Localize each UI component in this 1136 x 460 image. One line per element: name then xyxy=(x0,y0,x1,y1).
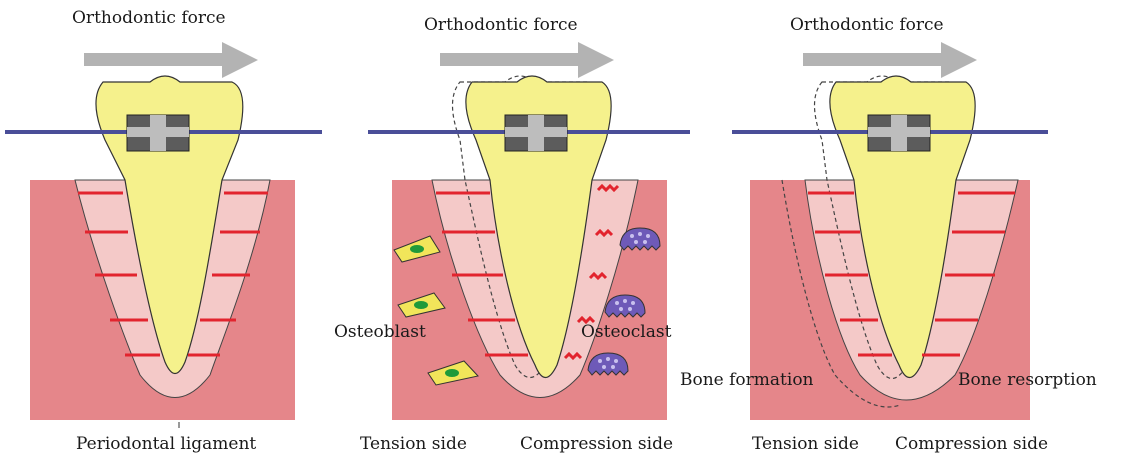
bracket xyxy=(505,115,567,151)
bracket xyxy=(868,115,930,151)
osteoblast-label: Osteoblast xyxy=(334,324,426,341)
bracket xyxy=(127,115,189,151)
force-arrow xyxy=(84,42,258,78)
force-label: Orthodontic force xyxy=(424,17,578,34)
periodontal-ligament-label: Periodontal ligament xyxy=(76,436,256,453)
force-label: Orthodontic force xyxy=(790,17,944,34)
panel-2 xyxy=(368,42,690,420)
compression-side-label: Compression side xyxy=(520,436,673,453)
compression-side-label: Compression side xyxy=(895,436,1048,453)
bone-resorption-label: Bone resorption xyxy=(958,372,1097,389)
panel-1 xyxy=(5,42,322,428)
bone-formation-label: Bone formation xyxy=(680,372,814,389)
osteoclast-label: Osteoclast xyxy=(581,324,671,341)
tension-side-label: Tension side xyxy=(752,436,859,453)
panel-3 xyxy=(732,42,1048,420)
force-label: Orthodontic force xyxy=(72,10,226,27)
tension-side-label: Tension side xyxy=(360,436,467,453)
force-arrow xyxy=(440,42,614,78)
force-arrow xyxy=(803,42,977,78)
